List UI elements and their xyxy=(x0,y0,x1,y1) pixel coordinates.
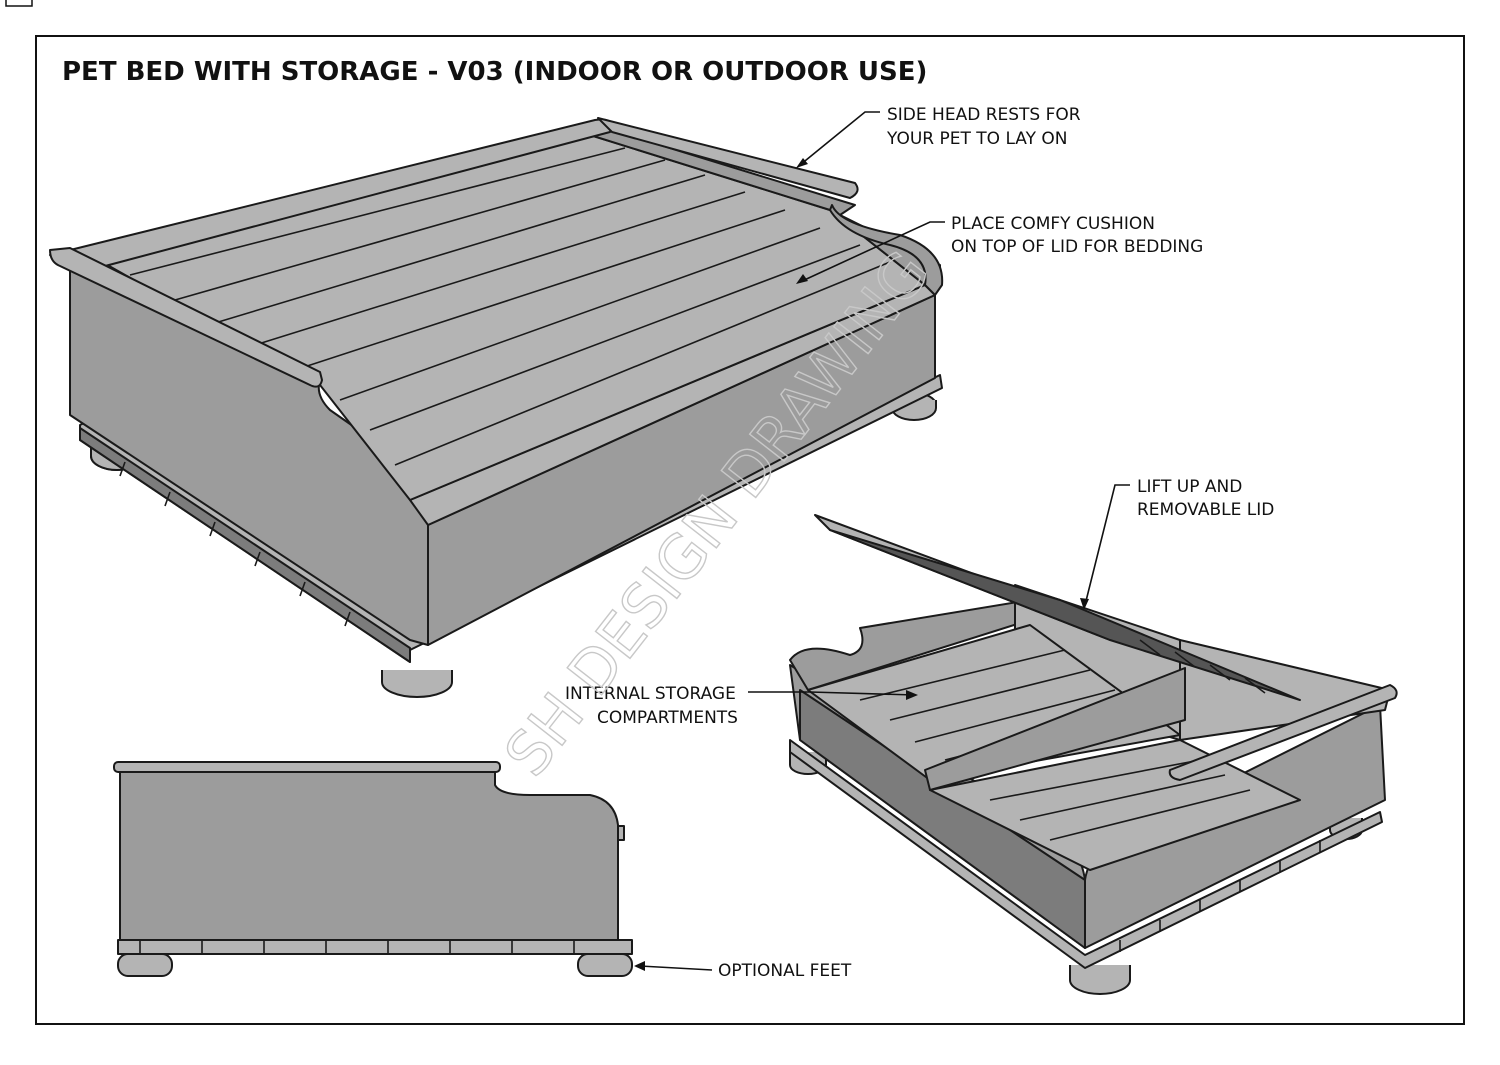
side-top-rail xyxy=(113,761,501,773)
callout-cushion-line1: PLACE COMFY CUSHION xyxy=(951,214,1155,234)
side-base-slats xyxy=(139,940,575,954)
callout-head-rests-line1: SIDE HEAD RESTS FOR xyxy=(887,105,1081,125)
arrow-cushion xyxy=(796,274,808,284)
back-headrest-side xyxy=(829,204,944,296)
foot xyxy=(381,670,453,698)
bed-side-view xyxy=(113,761,633,977)
arrow-head-rests xyxy=(796,158,808,168)
lid-slats-open xyxy=(1139,639,1266,694)
base-slats xyxy=(119,461,351,627)
leader-lid xyxy=(1084,484,1130,606)
compartment-divider xyxy=(924,667,1186,791)
callout-storage-line2: COMPARTMENTS xyxy=(597,708,738,728)
base-frame-front xyxy=(79,427,411,663)
side-hinge xyxy=(617,825,625,841)
bed-main-view xyxy=(49,117,944,698)
arrow-storage xyxy=(906,690,918,700)
compartment-floor-2 xyxy=(929,739,1301,871)
callout-lid-line2: REMOVABLE LID xyxy=(1137,500,1274,520)
corner-mark xyxy=(5,0,33,7)
open-left-end xyxy=(789,599,1031,691)
side-panel xyxy=(119,771,619,943)
bed-open-view xyxy=(789,514,1398,995)
callout-feet: OPTIONAL FEET xyxy=(718,961,852,981)
callout-cushion-line2: ON TOP OF LID FOR BEDDING xyxy=(951,237,1203,257)
drawing-title: PET BED WITH STORAGE - V03 (INDOOR OR OU… xyxy=(62,57,927,87)
leader-feet xyxy=(639,965,713,971)
open-head-rest xyxy=(1168,684,1398,781)
head-rest-front xyxy=(49,247,323,388)
callout-lid-line1: LIFT UP AND xyxy=(1137,477,1242,497)
leader-storage xyxy=(748,691,916,696)
side-foot-left xyxy=(117,953,173,977)
open-base-slats xyxy=(1119,840,1321,952)
side-foot-right xyxy=(577,953,633,977)
leader-cushion xyxy=(799,221,945,283)
arrow-feet xyxy=(634,961,645,971)
lid-slats xyxy=(129,147,891,466)
head-rest-back xyxy=(597,117,859,199)
side-base xyxy=(117,939,633,955)
sheet-border xyxy=(35,35,1465,1025)
arrow-lid xyxy=(1080,598,1089,610)
callout-head-rests-line2: YOUR PET TO LAY ON xyxy=(886,129,1068,149)
foot xyxy=(1069,965,1131,995)
leader-lines xyxy=(634,111,1130,971)
open-base xyxy=(789,739,1383,969)
leader-head-rests xyxy=(799,111,880,166)
callout-storage-line1: INTERNAL STORAGE xyxy=(565,684,736,704)
